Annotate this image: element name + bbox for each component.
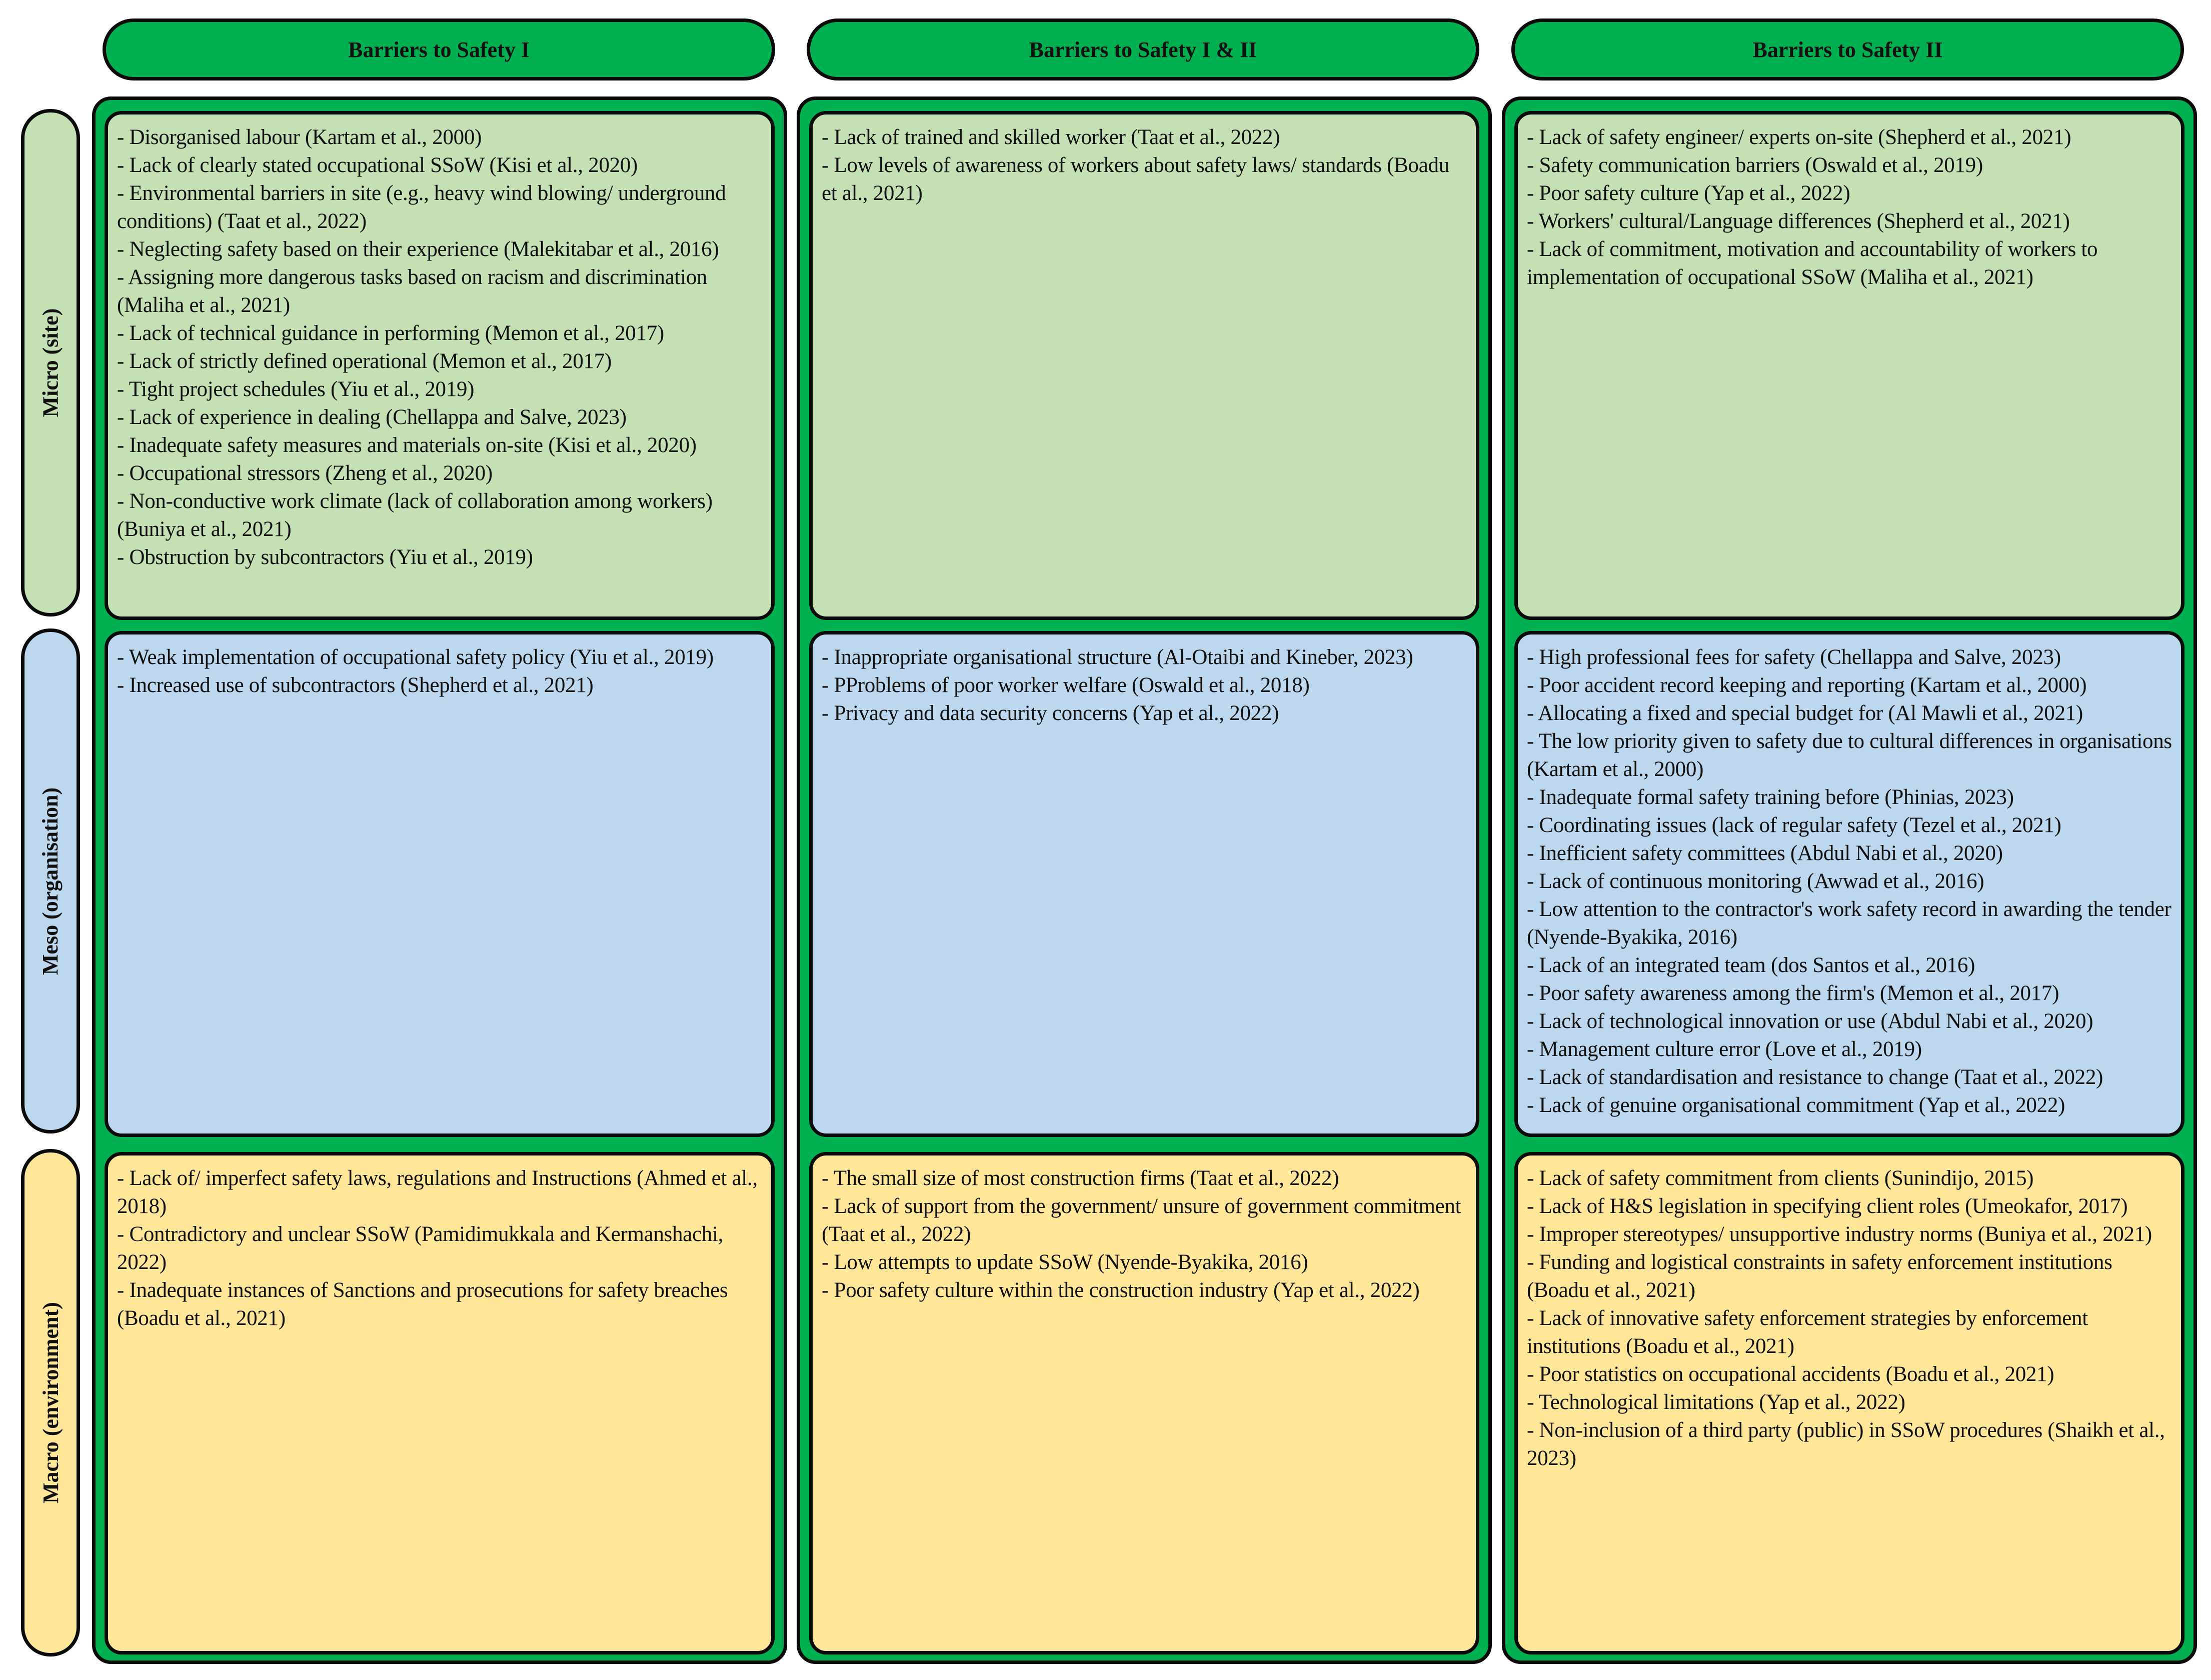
barrier-item: - Inefficient safety committees (Abdul N… — [1527, 842, 2003, 865]
barrier-item: - The small size of most construction fi… — [822, 1166, 1339, 1190]
barrier-list: - The small size of most construction fi… — [822, 1164, 1469, 1304]
barrier-item: - Low attention to the contractor's work… — [1527, 898, 2171, 949]
barrier-item: - Poor safety awareness among the firm's… — [1527, 982, 2059, 1005]
barrier-list: - Lack of safety commitment from clients… — [1527, 1164, 2174, 1472]
barrier-item: - Low levels of awareness of workers abo… — [822, 154, 1449, 205]
barrier-item: - PProblems of poor worker welfare (Oswa… — [822, 674, 1310, 697]
barrier-item: - Inadequate safety measures and materia… — [117, 434, 697, 457]
row-label-macro: Macro (environment) — [21, 1149, 80, 1656]
row-label-text: Meso (organisation) — [38, 787, 63, 975]
barrier-item: - Inadequate instances of Sanctions and … — [117, 1278, 728, 1330]
cell-meso-barriers-i: - Weak implementation of occupational sa… — [105, 631, 775, 1137]
barrier-item: - Poor accident record keeping and repor… — [1527, 674, 2087, 697]
barrier-item: - Lack of genuine organisational commitm… — [1527, 1094, 2065, 1117]
cell-micro-barriers-ii: - Lack of safety engineer/ experts on-si… — [1514, 111, 2184, 620]
barrier-item: - Safety communication barriers (Oswald … — [1527, 154, 1983, 177]
column-frame-barriers-ii: - Lack of safety engineer/ experts on-si… — [1502, 96, 2197, 1664]
cell-micro-barriers-i-and-ii: - Lack of trained and skilled worker (Ta… — [809, 111, 1479, 620]
barrier-item: - Lack of standardisation and resistance… — [1527, 1066, 2103, 1089]
barrier-item: - Poor safety culture (Yap et al., 2022) — [1527, 182, 1850, 205]
cell-meso-barriers-i-and-ii: - Inappropriate organisational structure… — [809, 631, 1479, 1137]
row-label-meso: Meso (organisation) — [21, 628, 80, 1134]
barrier-item: - Neglecting safety based on their exper… — [117, 238, 719, 261]
barrier-item: - Disorganised labour (Kartam et al., 20… — [117, 126, 482, 149]
cell-macro-barriers-i-and-ii: - The small size of most construction fi… — [809, 1152, 1479, 1654]
column-header-label: Barriers to Safety II — [1752, 37, 1943, 62]
barrier-item: - Obstruction by subcontractors (Yiu et … — [117, 546, 533, 569]
barrier-list: - Lack of trained and skilled worker (Ta… — [822, 124, 1469, 208]
barrier-item: - Lack of H&S legislation in specifying … — [1527, 1194, 2128, 1218]
barrier-item: - Assigning more dangerous tasks based o… — [117, 266, 708, 317]
barrier-list: - Inappropriate organisational structure… — [822, 644, 1469, 728]
cell-macro-barriers-i: - Lack of/ imperfect safety laws, regula… — [105, 1152, 775, 1654]
barrier-item: - Management culture error (Love et al.,… — [1527, 1038, 1922, 1061]
barrier-list: - Lack of/ imperfect safety laws, regula… — [117, 1164, 764, 1332]
barrier-item: - Tight project schedules (Yiu et al., 2… — [117, 378, 475, 401]
barrier-item: - Privacy and data security concerns (Ya… — [822, 702, 1279, 725]
barrier-item: - Inadequate formal safety training befo… — [1527, 786, 2014, 809]
row-label-text: Micro (site) — [38, 308, 63, 418]
barrier-list: - Weak implementation of occupational sa… — [117, 644, 764, 700]
barrier-list: - Lack of safety engineer/ experts on-si… — [1527, 124, 2174, 292]
column-header-label: Barriers to Safety I — [348, 37, 530, 62]
barrier-item: - Occupational stressors (Zheng et al., … — [117, 462, 493, 485]
column-header-barriers-ii: Barriers to Safety II — [1511, 18, 2184, 80]
barrier-item: - Environmental barriers in site (e.g., … — [117, 182, 726, 233]
row-label-text: Macro (environment) — [38, 1302, 63, 1504]
barrier-item: - Lack of continuous monitoring (Awwad e… — [1527, 870, 1984, 893]
barrier-item: - Technological limitations (Yap et al.,… — [1527, 1390, 1905, 1414]
row-label-micro: Micro (site) — [21, 109, 80, 616]
barrier-item: - Allocating a fixed and special budget … — [1527, 702, 2083, 725]
barrier-list: - Disorganised labour (Kartam et al., 20… — [117, 124, 764, 572]
cell-macro-barriers-ii: - Lack of safety commitment from clients… — [1514, 1152, 2184, 1654]
barrier-item: - Lack of strictly defined operational (… — [117, 350, 612, 373]
barrier-item: - Lack of technical guidance in performi… — [117, 322, 664, 345]
barrier-item: - Workers' cultural/Language differences… — [1527, 210, 2070, 233]
barrier-item: - Funding and logistical constraints in … — [1527, 1250, 2112, 1302]
barrier-item: - Lack of innovative safety enforcement … — [1527, 1306, 2088, 1358]
column-frame-barriers-i-and-ii: - Lack of trained and skilled worker (Ta… — [797, 96, 1492, 1664]
barrier-item: - Non-inclusion of a third party (public… — [1527, 1418, 2165, 1470]
column-header-barriers-i: Barriers to Safety I — [103, 18, 775, 80]
barrier-item: - Lack of commitment, motivation and acc… — [1527, 238, 2098, 289]
barrier-item: - Poor statistics on occupational accide… — [1527, 1362, 2054, 1386]
barrier-item: - The low priority given to safety due t… — [1527, 730, 2172, 781]
barrier-item: - Coordinating issues (lack of regular s… — [1527, 814, 2061, 837]
barrier-item: - Improper stereotypes/ unsupportive ind… — [1527, 1222, 2152, 1246]
barrier-item: - Lack of safety engineer/ experts on-si… — [1527, 126, 2071, 149]
barrier-item: - Inappropriate organisational structure… — [822, 646, 1413, 669]
barrier-item: - Lack of trained and skilled worker (Ta… — [822, 126, 1280, 149]
barrier-item: - Lack of an integrated team (dos Santos… — [1527, 954, 1975, 977]
barrier-item: - Contradictory and unclear SSoW (Pamidi… — [117, 1222, 724, 1274]
barrier-item: - Lack of clearly stated occupational SS… — [117, 154, 638, 177]
barrier-item: - Poor safety culture within the constru… — [822, 1278, 1420, 1302]
barrier-item: - Lack of/ imperfect safety laws, regula… — [117, 1166, 758, 1218]
barrier-item: - Lack of support from the government/ u… — [822, 1194, 1461, 1246]
column-frame-barriers-i: - Disorganised labour (Kartam et al., 20… — [92, 96, 787, 1664]
barrier-item: - Low attempts to update SSoW (Nyende-By… — [822, 1250, 1308, 1274]
cell-meso-barriers-ii: - High professional fees for safety (Che… — [1514, 631, 2184, 1137]
cell-micro-barriers-i: - Disorganised labour (Kartam et al., 20… — [105, 111, 775, 620]
barrier-item: - Lack of experience in dealing (Chellap… — [117, 406, 627, 429]
barrier-item: - High professional fees for safety (Che… — [1527, 646, 2061, 669]
barrier-item: - Increased use of subcontractors (Sheph… — [117, 674, 594, 697]
barrier-item: - Non-conductive work climate (lack of c… — [117, 490, 713, 541]
barrier-item: - Weak implementation of occupational sa… — [117, 646, 714, 669]
barrier-list: - High professional fees for safety (Che… — [1527, 644, 2174, 1120]
column-header-label: Barriers to Safety I & II — [1029, 37, 1257, 62]
barrier-item: - Lack of technological innovation or us… — [1527, 1010, 2093, 1033]
barrier-item: - Lack of safety commitment from clients… — [1527, 1166, 2034, 1190]
column-header-barriers-i-and-ii: Barriers to Safety I & II — [807, 18, 1479, 80]
